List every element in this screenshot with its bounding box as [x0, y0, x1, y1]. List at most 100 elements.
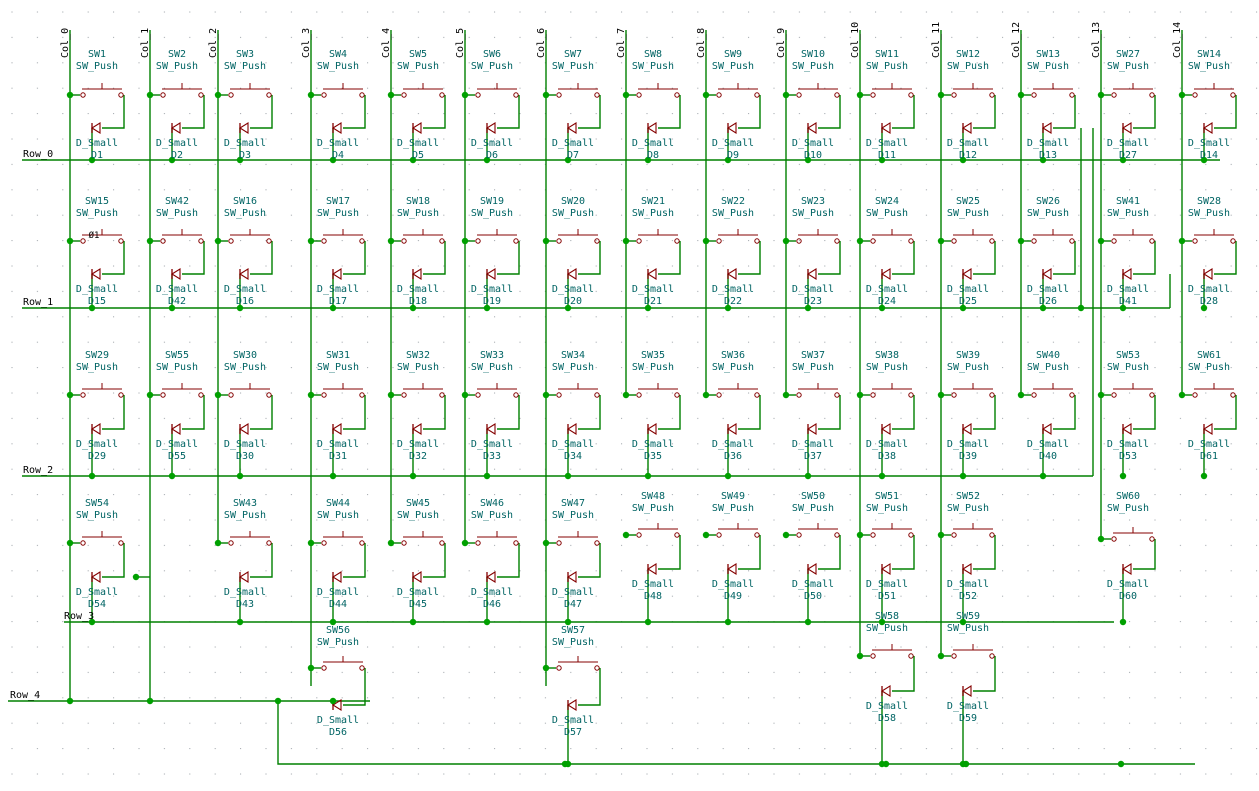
- net-label-col-11: Col_11: [931, 22, 942, 58]
- switch-value: SW_Push: [224, 510, 266, 521]
- diode-ref: D51: [878, 591, 896, 602]
- junction-dot: [236, 304, 244, 312]
- junction-dot: [959, 472, 967, 480]
- junction-dot: [724, 472, 732, 480]
- push-switch-symbol: [556, 531, 600, 546]
- diode-ref: D9: [727, 150, 739, 161]
- switch-to-diode-wire: [1133, 241, 1156, 275]
- switch-value: SW_Push: [866, 503, 908, 514]
- diode-ref: D33: [483, 451, 501, 462]
- push-switch-symbol: [951, 83, 995, 98]
- switch-value: SW_Push: [1027, 208, 1069, 219]
- net-label-col-5: Col_5: [455, 28, 466, 58]
- diode-ref: D13: [1039, 150, 1057, 161]
- junction-dot: [66, 697, 74, 705]
- diode-symbol: [411, 268, 422, 280]
- switch-to-diode-wire: [102, 543, 125, 578]
- junction-dot: [132, 573, 140, 581]
- switch-to-diode-wire: [1214, 241, 1237, 275]
- switch-ref: SW45: [406, 498, 430, 509]
- switch-value: SW_Push: [317, 208, 359, 219]
- junction-dot: [622, 91, 630, 99]
- switch-to-diode-wire: [578, 95, 601, 129]
- junction-dot: [1200, 156, 1208, 164]
- junction-dot: [409, 156, 417, 164]
- diode-value: D_Small: [156, 284, 198, 295]
- junction-dot: [959, 304, 967, 312]
- diode-symbol: [646, 563, 657, 575]
- diode-symbol: [880, 423, 891, 435]
- switch-to-diode-wire: [578, 241, 601, 275]
- switch-ref: SW33: [480, 350, 504, 361]
- switch-to-diode-wire: [1214, 95, 1237, 129]
- switch-to-diode-wire: [250, 543, 273, 578]
- switch-ref: SW2: [168, 49, 186, 60]
- junction-dot: [644, 618, 652, 626]
- junction-dot: [387, 91, 395, 99]
- junction-dot: [782, 91, 790, 99]
- diode-value: D_Small: [397, 587, 439, 598]
- junction-dot: [804, 472, 812, 480]
- junction-dot: [856, 531, 864, 539]
- junction-dot: [214, 391, 222, 399]
- junction-dot: [307, 664, 315, 672]
- diode-symbol: [90, 423, 101, 435]
- diode-value: D_Small: [76, 138, 118, 149]
- junction-dot: [461, 539, 469, 547]
- junction-dot: [937, 531, 945, 539]
- switch-ref: SW14: [1197, 49, 1221, 60]
- switch-ref: SW39: [956, 350, 980, 361]
- switch-to-diode-wire: [423, 543, 446, 578]
- diode-ref: D46: [483, 599, 501, 610]
- switch-ref: SW13: [1036, 49, 1060, 60]
- switch-value: SW_Push: [1107, 503, 1149, 514]
- junction-dot: [962, 760, 970, 768]
- push-switch-symbol: [80, 229, 124, 244]
- diode-value: D_Small: [712, 138, 754, 149]
- switch-to-diode-wire: [578, 668, 601, 706]
- push-switch-symbol: [636, 523, 680, 538]
- diode-ref: D30: [236, 451, 254, 462]
- switch-ref: SW52: [956, 491, 980, 502]
- diode-symbol: [411, 122, 422, 134]
- switch-to-diode-wire: [1053, 395, 1076, 430]
- junction-dot: [724, 156, 732, 164]
- junction-dot: [307, 391, 315, 399]
- switch-value: SW_Push: [552, 362, 594, 373]
- switch-value: SW_Push: [471, 362, 513, 373]
- switch-ref: SW24: [875, 196, 899, 207]
- push-switch-symbol: [475, 383, 519, 398]
- switch-value: SW_Push: [712, 503, 754, 514]
- diode-symbol: [961, 268, 972, 280]
- junction-dot: [644, 472, 652, 480]
- push-switch-symbol: [716, 523, 760, 538]
- diode-value: D_Small: [1107, 284, 1149, 295]
- junction-dot: [1039, 472, 1047, 480]
- switch-ref: SW28: [1197, 196, 1221, 207]
- push-switch-symbol: [1111, 83, 1155, 98]
- diode-ref: D37: [804, 451, 822, 462]
- junction-dot: [387, 539, 395, 547]
- diode-symbol: [880, 563, 891, 575]
- junction-dot: [483, 618, 491, 626]
- diode-ref: D38: [878, 451, 896, 462]
- push-switch-symbol: [321, 229, 365, 244]
- net-label-col-14: Col_14: [1172, 22, 1183, 58]
- switch-value: SW_Push: [397, 208, 439, 219]
- diode-symbol: [170, 122, 181, 134]
- switch-to-diode-wire: [973, 95, 996, 129]
- diode-symbol: [566, 699, 577, 711]
- stray-mark: Ø1: [89, 230, 100, 241]
- diode-symbol: [1041, 423, 1052, 435]
- diode-symbol: [961, 423, 972, 435]
- switch-ref: SW43: [233, 498, 257, 509]
- switch-ref: SW5: [409, 49, 427, 60]
- diode-symbol: [961, 563, 972, 575]
- switch-value: SW_Push: [317, 61, 359, 72]
- diode-ref: D18: [409, 296, 427, 307]
- switch-value: SW_Push: [156, 362, 198, 373]
- diode-value: D_Small: [947, 579, 989, 590]
- diode-symbol: [411, 571, 422, 583]
- diode-value: D_Small: [317, 715, 359, 726]
- junction-dot: [214, 237, 222, 245]
